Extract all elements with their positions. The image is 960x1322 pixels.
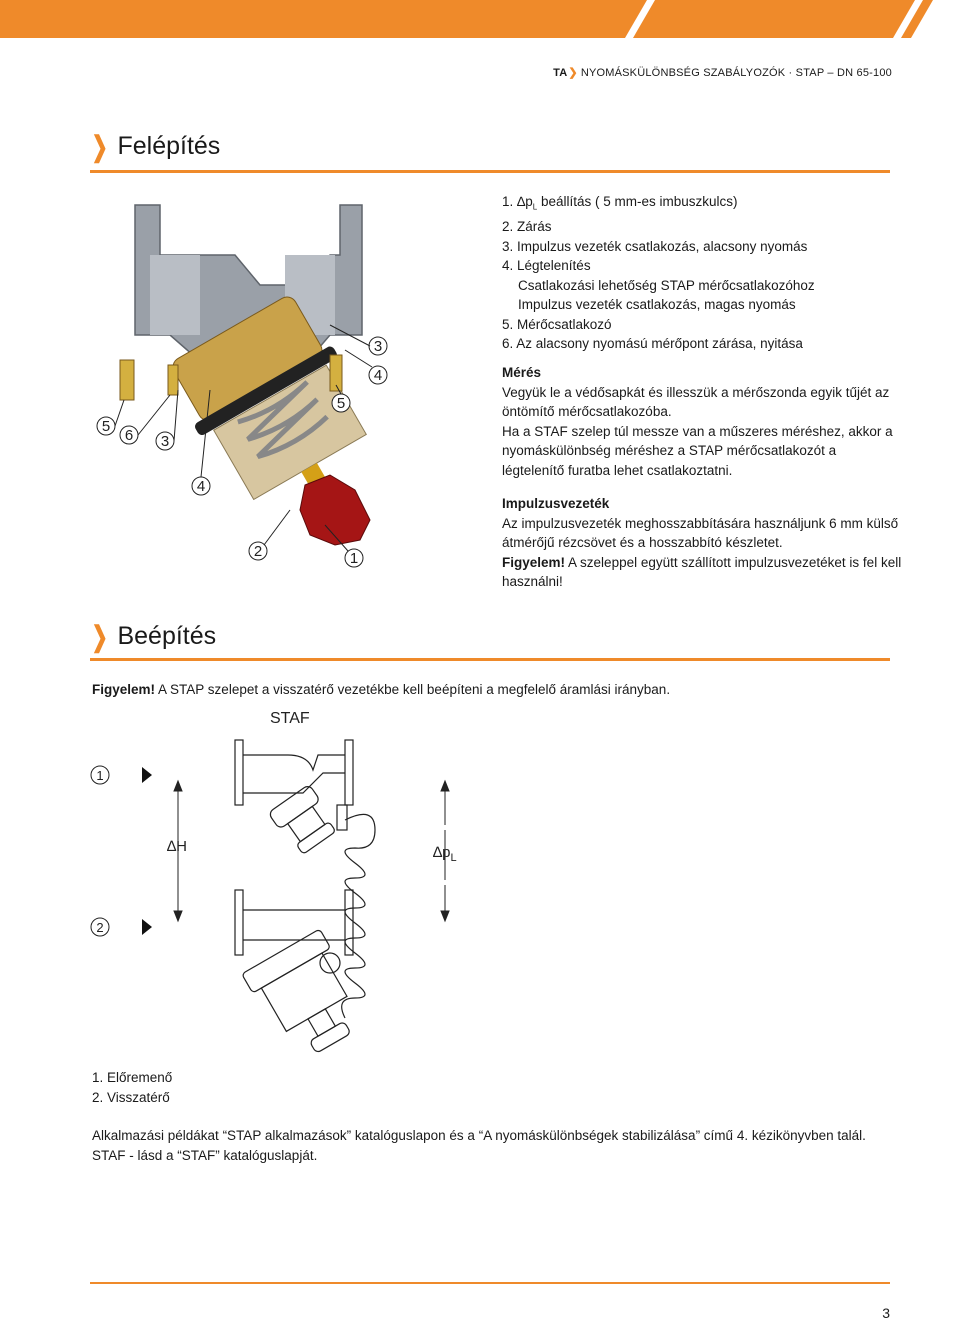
- valve-label-5b: 5: [337, 395, 345, 412]
- flow-arrow-return-icon: [142, 919, 152, 935]
- chevron-right-icon: ❯: [568, 67, 578, 79]
- node-2-label: 2: [96, 920, 103, 935]
- install-warning: Figyelem! A STAP szelepet a visszatérő v…: [92, 682, 671, 697]
- valve-label-5: 5: [102, 418, 110, 435]
- measurement-heading: Mérés: [502, 365, 542, 380]
- measurement-block: Mérés Vegyük le a védősapkát és illesszü…: [502, 363, 902, 480]
- valve-label-1: 1: [350, 550, 358, 567]
- measurement-text-2: Ha a STAF szelep túl messze van a műszer…: [502, 423, 893, 478]
- footer-line-1: Alkalmazási példákat “STAP alkalmazások”…: [92, 1128, 866, 1143]
- chevron-right-icon: ❯: [91, 131, 108, 162]
- valve-label-3b: 3: [374, 338, 382, 355]
- impulse-heading: Impulzusvezeték: [502, 496, 610, 511]
- part-4a: Csatlakozási lehetőség STAP mérőcsatlako…: [518, 277, 815, 293]
- footer-divider: [90, 1282, 890, 1284]
- section-title-text: Felépítés: [117, 132, 221, 160]
- valve-label-4b: 4: [374, 367, 382, 384]
- footer-note: Alkalmazási példákat “STAP alkalmazások”…: [92, 1126, 882, 1165]
- impulse-block: Impulzusvezeték Az impulzusvezeték megho…: [502, 494, 902, 592]
- stap-valve-drawing: [234, 889, 354, 1053]
- section-title-text: Beépítés: [117, 622, 217, 650]
- section-title-construction: ❯ Felépítés: [88, 130, 221, 163]
- part-2: 2. Zárás: [502, 219, 552, 235]
- section-divider: [90, 658, 890, 661]
- footer-line-2: STAF - lásd a “STAF” katalóguslapját.: [92, 1147, 318, 1163]
- valve-label-4: 4: [197, 478, 205, 495]
- staf-valve-drawing: [234, 739, 354, 854]
- valve-label-3: 3: [161, 433, 169, 450]
- part-5: 5. Mérőcsatlakozó: [502, 316, 612, 332]
- diagram-legend: 1. Előremenő 2. Visszatérő: [92, 1068, 392, 1107]
- valve-label-2: 2: [254, 543, 262, 560]
- legend-item-2: 2. Visszatérő: [92, 1089, 170, 1105]
- chevron-right-icon: ❯: [91, 621, 108, 652]
- valve-cutaway-illustration: 5 6 3 4 2 1 5 4 3: [96, 204, 388, 568]
- part-1: 1. ∆pL beállítás ( 5 mm-es imbuszkulcs): [502, 194, 738, 212]
- impulse-text: Az impulzusvezeték meghosszabbítására ha…: [502, 515, 899, 551]
- impulse-tube-drawing: [341, 813, 376, 1019]
- parts-list: 1. ∆pL beállítás ( 5 mm-es imbuszkulcs) …: [502, 192, 902, 354]
- top-bar-stripes: [625, 0, 960, 38]
- section-divider: [90, 170, 890, 173]
- flow-arrow-supply-icon: [142, 767, 152, 783]
- section-title-installation: ❯ Beépítés: [88, 620, 217, 653]
- part-3: 3. Impulzus vezeték csatlakozás, alacson…: [502, 238, 808, 254]
- staf-label: STAF: [270, 710, 310, 727]
- brand-logo-text: TA: [553, 67, 568, 79]
- part-6: 6. Az alacsony nyomású mérőpont zárása, …: [502, 336, 803, 352]
- header-title: NYOMÁSKÜLÖNBSÉG SZABÁLYOZÓK · STAP – DN …: [580, 67, 892, 79]
- legend-item-1: 1. Előremenő: [92, 1070, 173, 1085]
- impulse-warning: Figyelem! A szeleppel együtt szállított …: [502, 554, 902, 590]
- node-1-label: 1: [96, 768, 103, 783]
- installation-diagram: STAF 1 2 ∆H ∆pL: [90, 710, 457, 1053]
- delta-h-label: ∆H: [167, 838, 187, 855]
- measurement-text-1: Vegyük le a védősapkát és illesszük a mé…: [502, 384, 890, 420]
- part-4b: Impulzus vezeték csatlakozás, magas nyom…: [518, 297, 796, 313]
- part-4: 4. Légtelenítés: [502, 258, 591, 274]
- page-number: 3: [882, 1305, 890, 1321]
- page-header: TA❯NYOMÁSKÜLÖNBSÉG SZABÁLYOZÓK · STAP – …: [553, 66, 892, 79]
- valve-label-6: 6: [125, 427, 133, 444]
- delta-p-label: ∆pL: [433, 844, 457, 864]
